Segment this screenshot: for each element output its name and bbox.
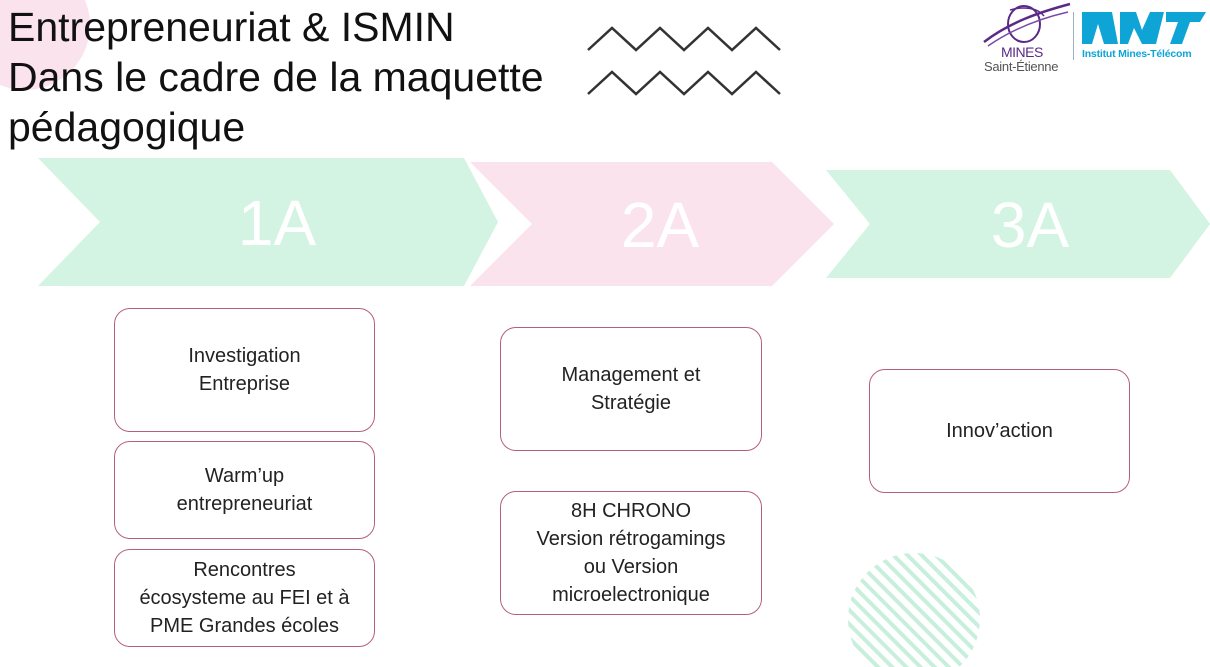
year-label-2a: 2A [620,189,700,261]
zigzag-decoration [587,26,781,96]
course-box: Investigation Entreprise [114,308,375,432]
title-line-1: Entrepreneuriat & ISMIN [8,4,455,50]
course-box: 8H CHRONO Version rétrogamings ou Versio… [500,491,762,615]
logo-divider [1073,12,1074,60]
mines-city: Saint-Étienne [984,59,1059,74]
course-box: Rencontres écosysteme au FEI et à PME Gr… [114,549,375,647]
course-label: Investigation Entreprise [188,345,301,395]
title-line-3: pédagogique [8,104,246,150]
course-box: Management et Stratégie [500,327,762,451]
year-timeline [38,158,1210,286]
course-label: Management et Stratégie [561,364,701,414]
imt-logo: Institut Mines-Télécom [1082,10,1206,66]
year-label-1a: 1A [237,187,317,259]
course-box: Innov’action [869,369,1130,493]
mines-saint-etienne-logo: MINES Saint-Étienne [980,2,1072,74]
mines-swirl-icon [983,2,1071,47]
course-label: Rencontres écosysteme au FEI et à PME Gr… [139,559,350,637]
striped-circle-decoration [848,553,980,667]
imt-caption: Institut Mines-Télécom [1082,48,1192,60]
imt-mark-icon [1082,12,1206,44]
course-label: 8H CHRONO Version rétrogamings ou Versio… [536,500,726,606]
slide-title: Entrepreneuriat & ISMIN Dans le cadre de… [8,2,608,152]
mines-word: MINES [1001,44,1043,60]
chevron-2a [470,162,834,286]
course-box: Warm’up entrepreneuriat [114,441,375,539]
chevron-1a [38,158,498,286]
course-label: Innov’action [946,420,1053,442]
chevron-3a [826,170,1210,278]
course-label: Warm’up entrepreneuriat [176,465,313,515]
title-line-2: Dans le cadre de la maquette [8,54,544,100]
year-label-3a: 3A [990,189,1070,261]
